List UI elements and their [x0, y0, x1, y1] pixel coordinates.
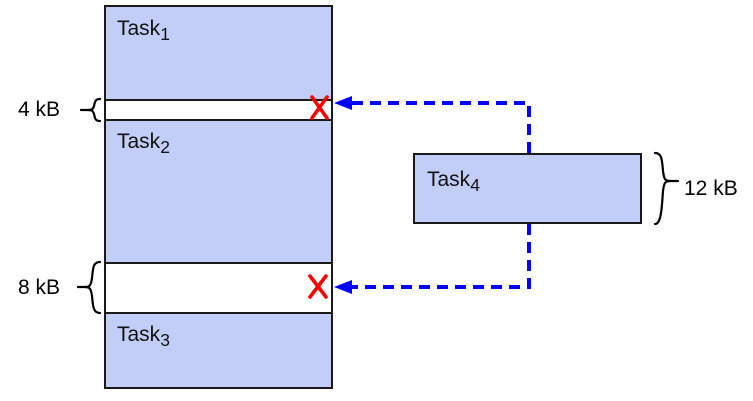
memory-block-task3-label: Task3 [117, 323, 170, 351]
memory-block-task2-label: Task2 [117, 130, 170, 158]
brace-8kb-icon [76, 260, 102, 315]
memory-block-task3 [104, 312, 333, 389]
size-label-12kb: 12 kB [684, 177, 738, 200]
memory-block-task1-label: Task1 [117, 17, 170, 45]
memory-block-task2 [104, 119, 333, 264]
task1-subscript: 1 [160, 24, 170, 45]
size-label-4kb: 4 kB [18, 98, 61, 121]
incoming-task4-box [413, 153, 642, 224]
task3-subscript: 3 [160, 330, 170, 351]
arrow-to-4kb-hole [334, 96, 531, 153]
task4-subscript: 4 [470, 175, 480, 196]
brace-4kb-icon [79, 97, 102, 123]
size-label-8kb: 8 kB [18, 276, 61, 299]
incoming-task4-label: Task4 [427, 168, 480, 196]
memory-hole-4kb [104, 99, 333, 121]
brace-12kb-icon [653, 151, 680, 226]
memory-block-task1 [104, 5, 333, 101]
task2-subscript: 2 [160, 137, 170, 158]
memory-hole-8kb [104, 262, 333, 314]
arrow-to-8kb-hole [334, 224, 531, 294]
